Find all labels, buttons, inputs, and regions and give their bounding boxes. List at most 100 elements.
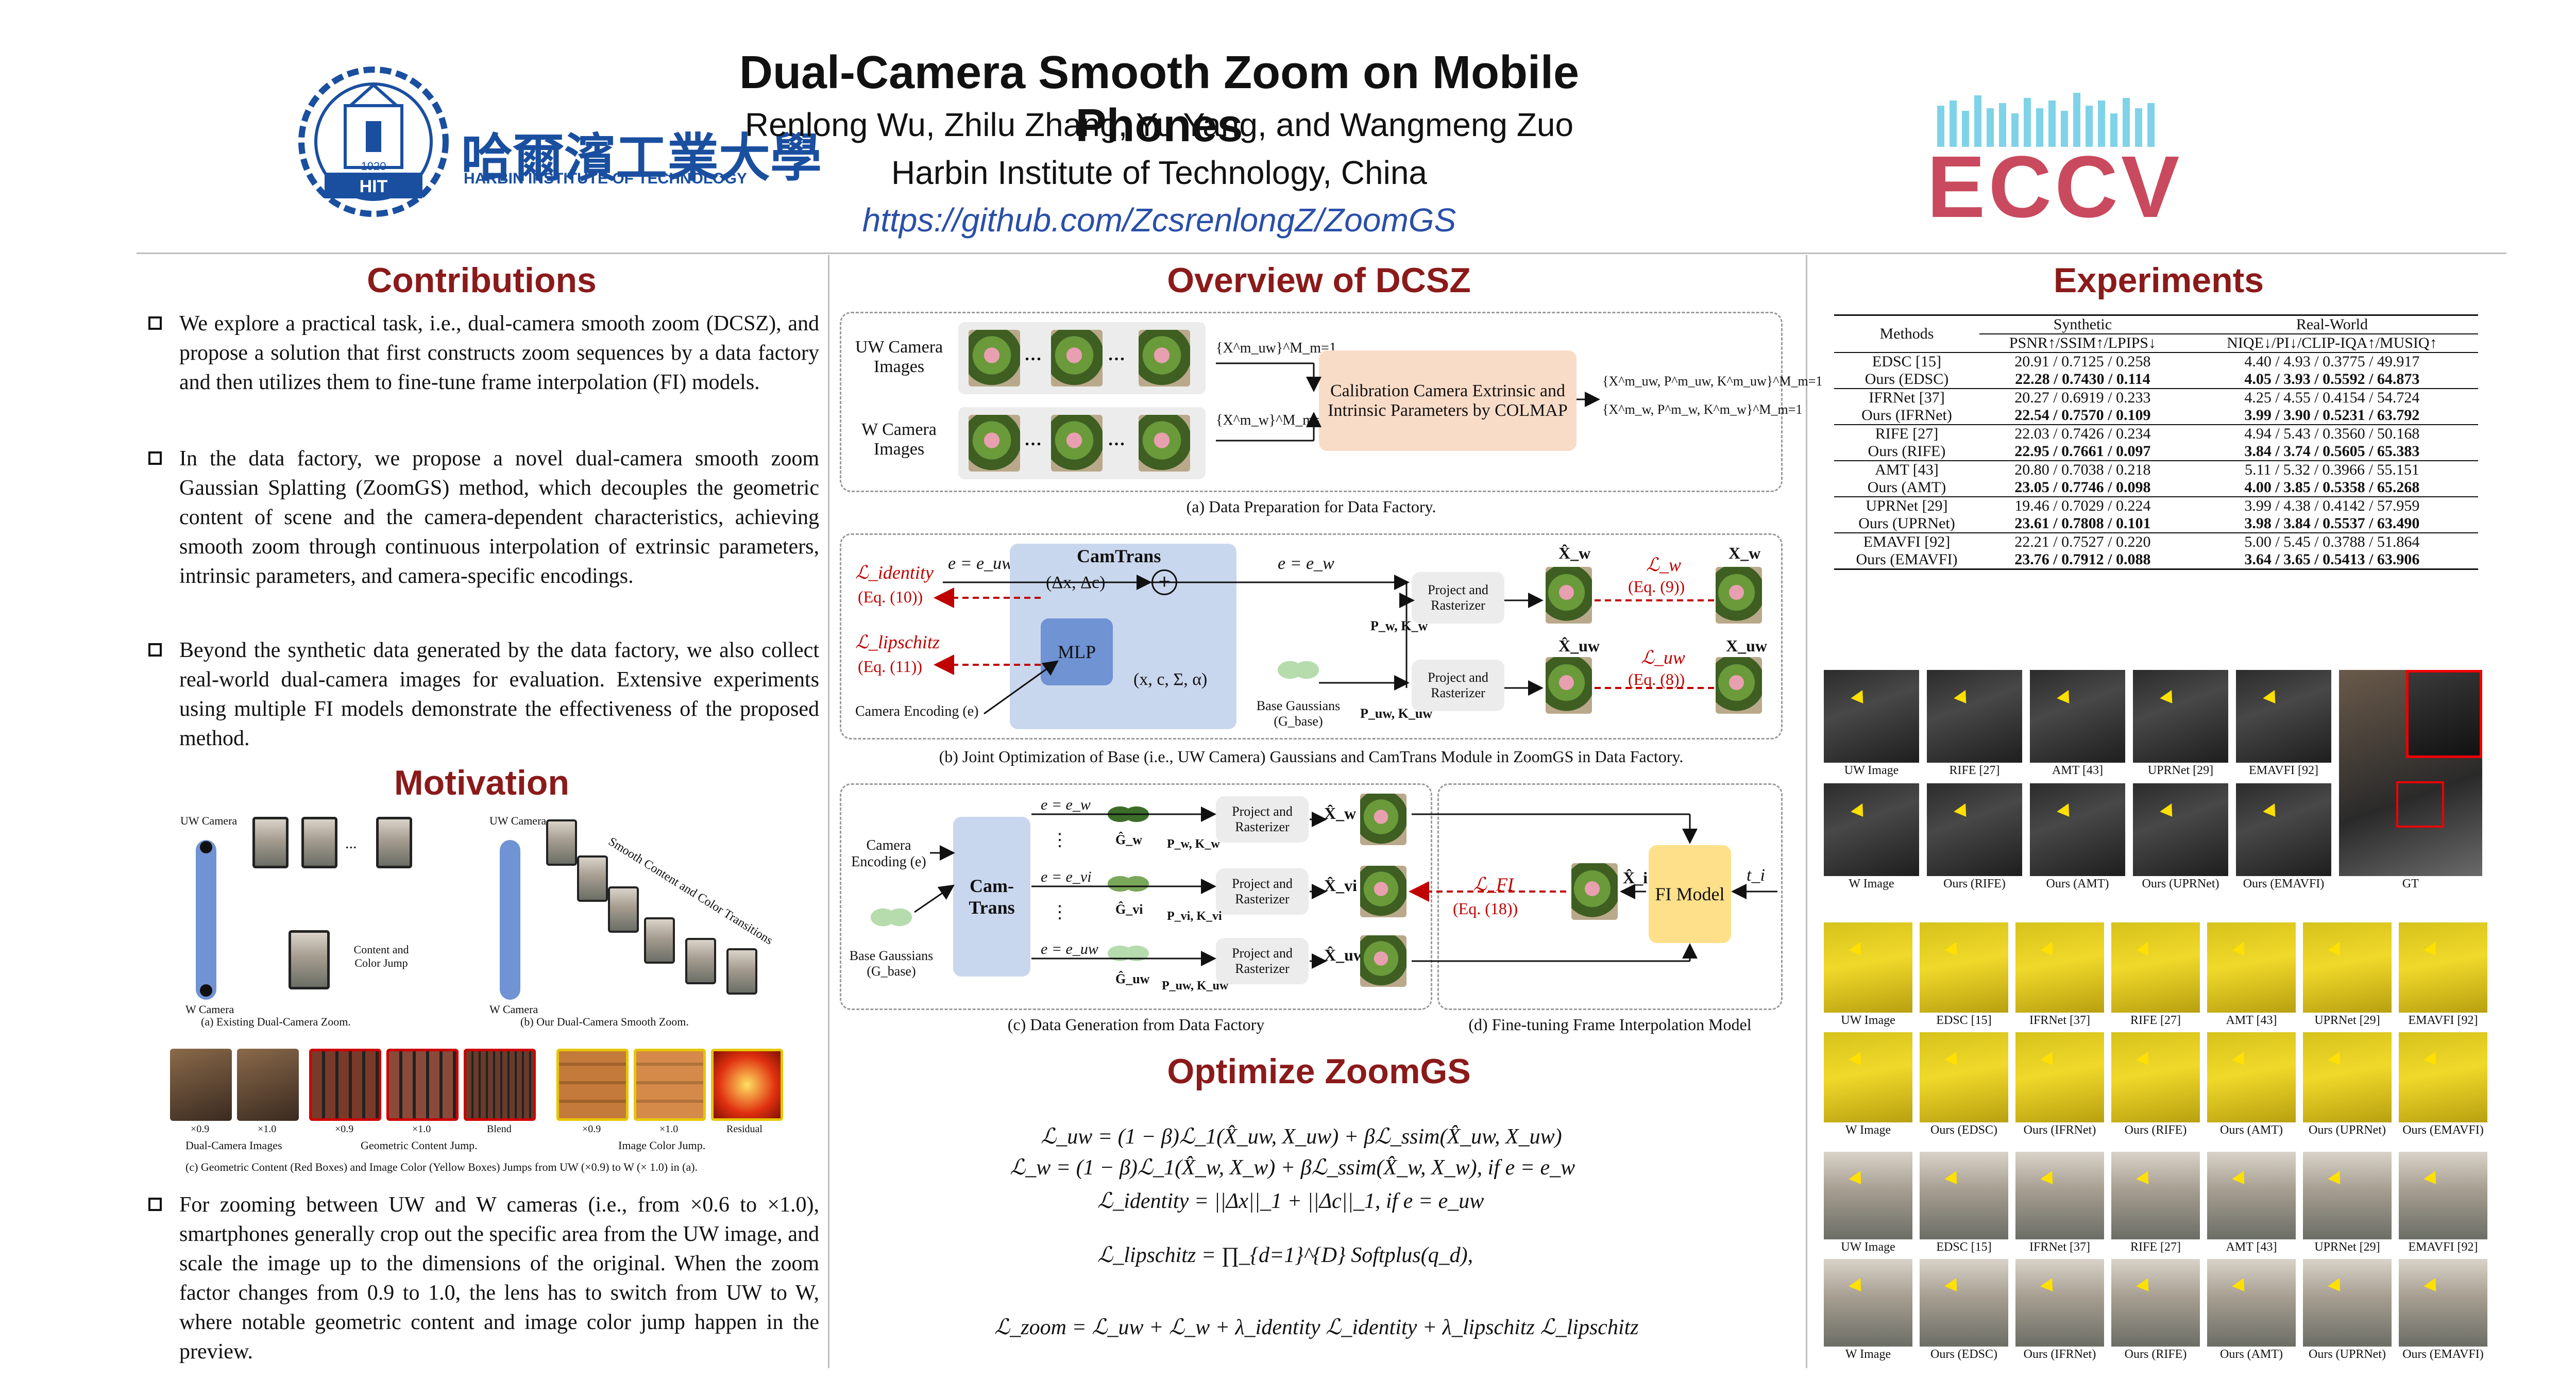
xw-hat-image <box>1546 567 1592 624</box>
uw-set-label: {X^m_uw}^M_m=1 <box>1216 340 1336 356</box>
result-image <box>2207 1032 2296 1122</box>
c3-caption: Image Color Jump. <box>618 1139 706 1152</box>
phone-frame-w <box>289 930 330 989</box>
result-image <box>1824 1259 1912 1347</box>
c3-label-2: ×1.0 <box>659 1123 679 1135</box>
ellipsis: … <box>1108 345 1125 364</box>
checkbox-icon <box>148 316 162 330</box>
results-table: Methods Synthetic Real-World PSNR↑/SSIM↑… <box>1834 314 2478 570</box>
base-gaussians-icon <box>1278 649 1319 691</box>
result-label: Ours (IFRNet) <box>2023 1348 2096 1361</box>
contribution-bullet-1: We explore a practical task, i.e., dual-… <box>148 309 819 397</box>
overview-title: Overview of DCSZ <box>1167 261 1471 300</box>
interp-image <box>1571 863 1618 920</box>
motivation-caption-c: (c) Geometric Content (Red Boxes) and Im… <box>185 1161 698 1173</box>
result-label: W Image <box>1845 1123 1891 1137</box>
project-rasterizer-c3: Project and Rasterizer <box>1216 938 1309 984</box>
result-label: UW Image <box>1841 1240 1895 1254</box>
camtrans-label: CamTrans <box>1077 546 1161 566</box>
uw-loss-label: ℒ_uw <box>1641 647 1685 668</box>
result-label: UW Image <box>1841 1014 1895 1027</box>
roi-box <box>2396 781 2444 828</box>
c1-uw-image <box>170 1049 232 1121</box>
result-image <box>1920 922 2008 1013</box>
ellipsis: … <box>1108 430 1125 449</box>
p2-label: P_vi, K_vi <box>1167 910 1222 923</box>
result-image <box>1920 1152 2008 1239</box>
result-image <box>2015 1259 2104 1347</box>
c3-label-3: Residual <box>726 1123 762 1135</box>
caption-c: (c) Data Generation from Data Factory <box>1007 1015 1265 1034</box>
xuw-hat-label: X̂_uw <box>1558 636 1600 655</box>
x1-label: X̂_w <box>1324 804 1357 822</box>
checkbox-icon <box>148 1198 162 1211</box>
result-label: EDSC [15] <box>1936 1014 1992 1027</box>
p3-label: P_uw, K_uw <box>1162 979 1229 993</box>
github-link[interactable]: https://github.com/ZcsrenlongZ/ZoomGS <box>862 201 1456 239</box>
result-label: EDSC [15] <box>1936 1240 1992 1254</box>
caption-d: (d) Fine-tuning Frame Interpolation Mode… <box>1468 1015 1752 1034</box>
c2-img-1 <box>309 1049 381 1121</box>
svg-text:1920: 1920 <box>361 160 386 173</box>
xw-hat-label: X̂_w <box>1558 544 1591 562</box>
puw-kuw-label: P_uw, K_uw <box>1360 706 1433 721</box>
uw-camera-label-b: UW Camera <box>489 814 547 827</box>
content-color-jump-label: Content and Color Jump <box>353 943 409 969</box>
result-label: Ours (AMT) <box>2220 1123 2283 1137</box>
result-label: Ours (EDSC) <box>1930 1123 1997 1137</box>
col-real-metrics: NIQE↓/PI↓/CLIP-IQA↑/MUSIQ↑ <box>2227 334 2437 351</box>
w-camera-label: W Camera <box>185 1003 234 1016</box>
checkbox-icon <box>148 643 162 657</box>
uw-output-label: {X^m_uw, P^m_uw, K^m_uw}^M_m=1 <box>1602 374 1823 389</box>
equation-identity: ℒ_identity = ||Δx||_1 + ||Δc||_1, if e =… <box>1097 1189 1484 1213</box>
g-w-label: Ĝ_w <box>1115 832 1142 847</box>
eccv-wordmark: ECCV <box>1927 138 2183 236</box>
result-image <box>1920 1032 2008 1122</box>
w-images-label: W Camera Images <box>861 420 937 459</box>
e-vi-label-c: e = e_vi <box>1041 868 1092 885</box>
w-thumb-2 <box>1051 415 1103 472</box>
result-label: UW Image <box>1844 764 1899 777</box>
joint-opt-arrows <box>934 575 1716 715</box>
result-image <box>2399 1152 2487 1239</box>
lipschitz-loss-label: ℒ_lipschitz <box>855 632 940 652</box>
identity-loss-label: ℒ_identity <box>855 562 934 583</box>
hit-chinese-name: 哈爾濱工業大學 <box>461 128 822 188</box>
pw-kw-label: P_w, K_w <box>1370 618 1428 633</box>
result-label: EMAVFI [92] <box>2408 1014 2478 1027</box>
xw-label: X_w <box>1728 544 1761 562</box>
result-image <box>2030 783 2125 876</box>
result-image <box>2399 1032 2487 1122</box>
c2-label-3: Blend <box>487 1123 512 1135</box>
c3-img-1 <box>556 1049 629 1121</box>
column-divider-right <box>1806 255 1807 1368</box>
base-gaussians-label: Base Gaussians (G_base) <box>1256 698 1341 729</box>
result-label: RIFE [27] <box>2130 1240 2181 1254</box>
uw-camera-label: UW Camera <box>180 814 238 827</box>
smooth-frame-3 <box>608 886 639 933</box>
hit-emblem-icon: 1920 HIT <box>298 66 449 217</box>
result-image <box>2030 670 2125 763</box>
data-preparation-panel <box>840 312 1783 492</box>
c1-w-image <box>237 1049 299 1121</box>
smooth-frame-6 <box>726 948 757 995</box>
motivation-title: Motivation <box>394 763 569 802</box>
e-uw-label: e = e_uw <box>948 554 1013 573</box>
equation-uw: ℒ_uw = (1 − β)ℒ_1(X̂_uw, X_uw) + βℒ_ssim… <box>1041 1125 1562 1149</box>
ellipsis: … <box>1024 430 1042 449</box>
base-gaussians-label-c: Base Gaussians (G_base) <box>849 948 934 979</box>
result-label: EMAVFI [92] <box>2408 1240 2478 1254</box>
zoom-slider-bar <box>196 840 216 1000</box>
result-image <box>2303 922 2392 1013</box>
result-image <box>2207 1259 2296 1347</box>
eq10-label: (Eq. (10)) <box>858 587 923 606</box>
result-image <box>2303 1152 2392 1239</box>
uw-thumb-3 <box>1139 330 1190 386</box>
result-image <box>1824 783 1919 876</box>
optimize-title: Optimize ZoomGS <box>1167 1052 1471 1091</box>
result-label: Ours (UPRNet) <box>2309 1348 2386 1361</box>
result-image <box>2111 1032 2200 1122</box>
result-image <box>1824 1032 1912 1122</box>
